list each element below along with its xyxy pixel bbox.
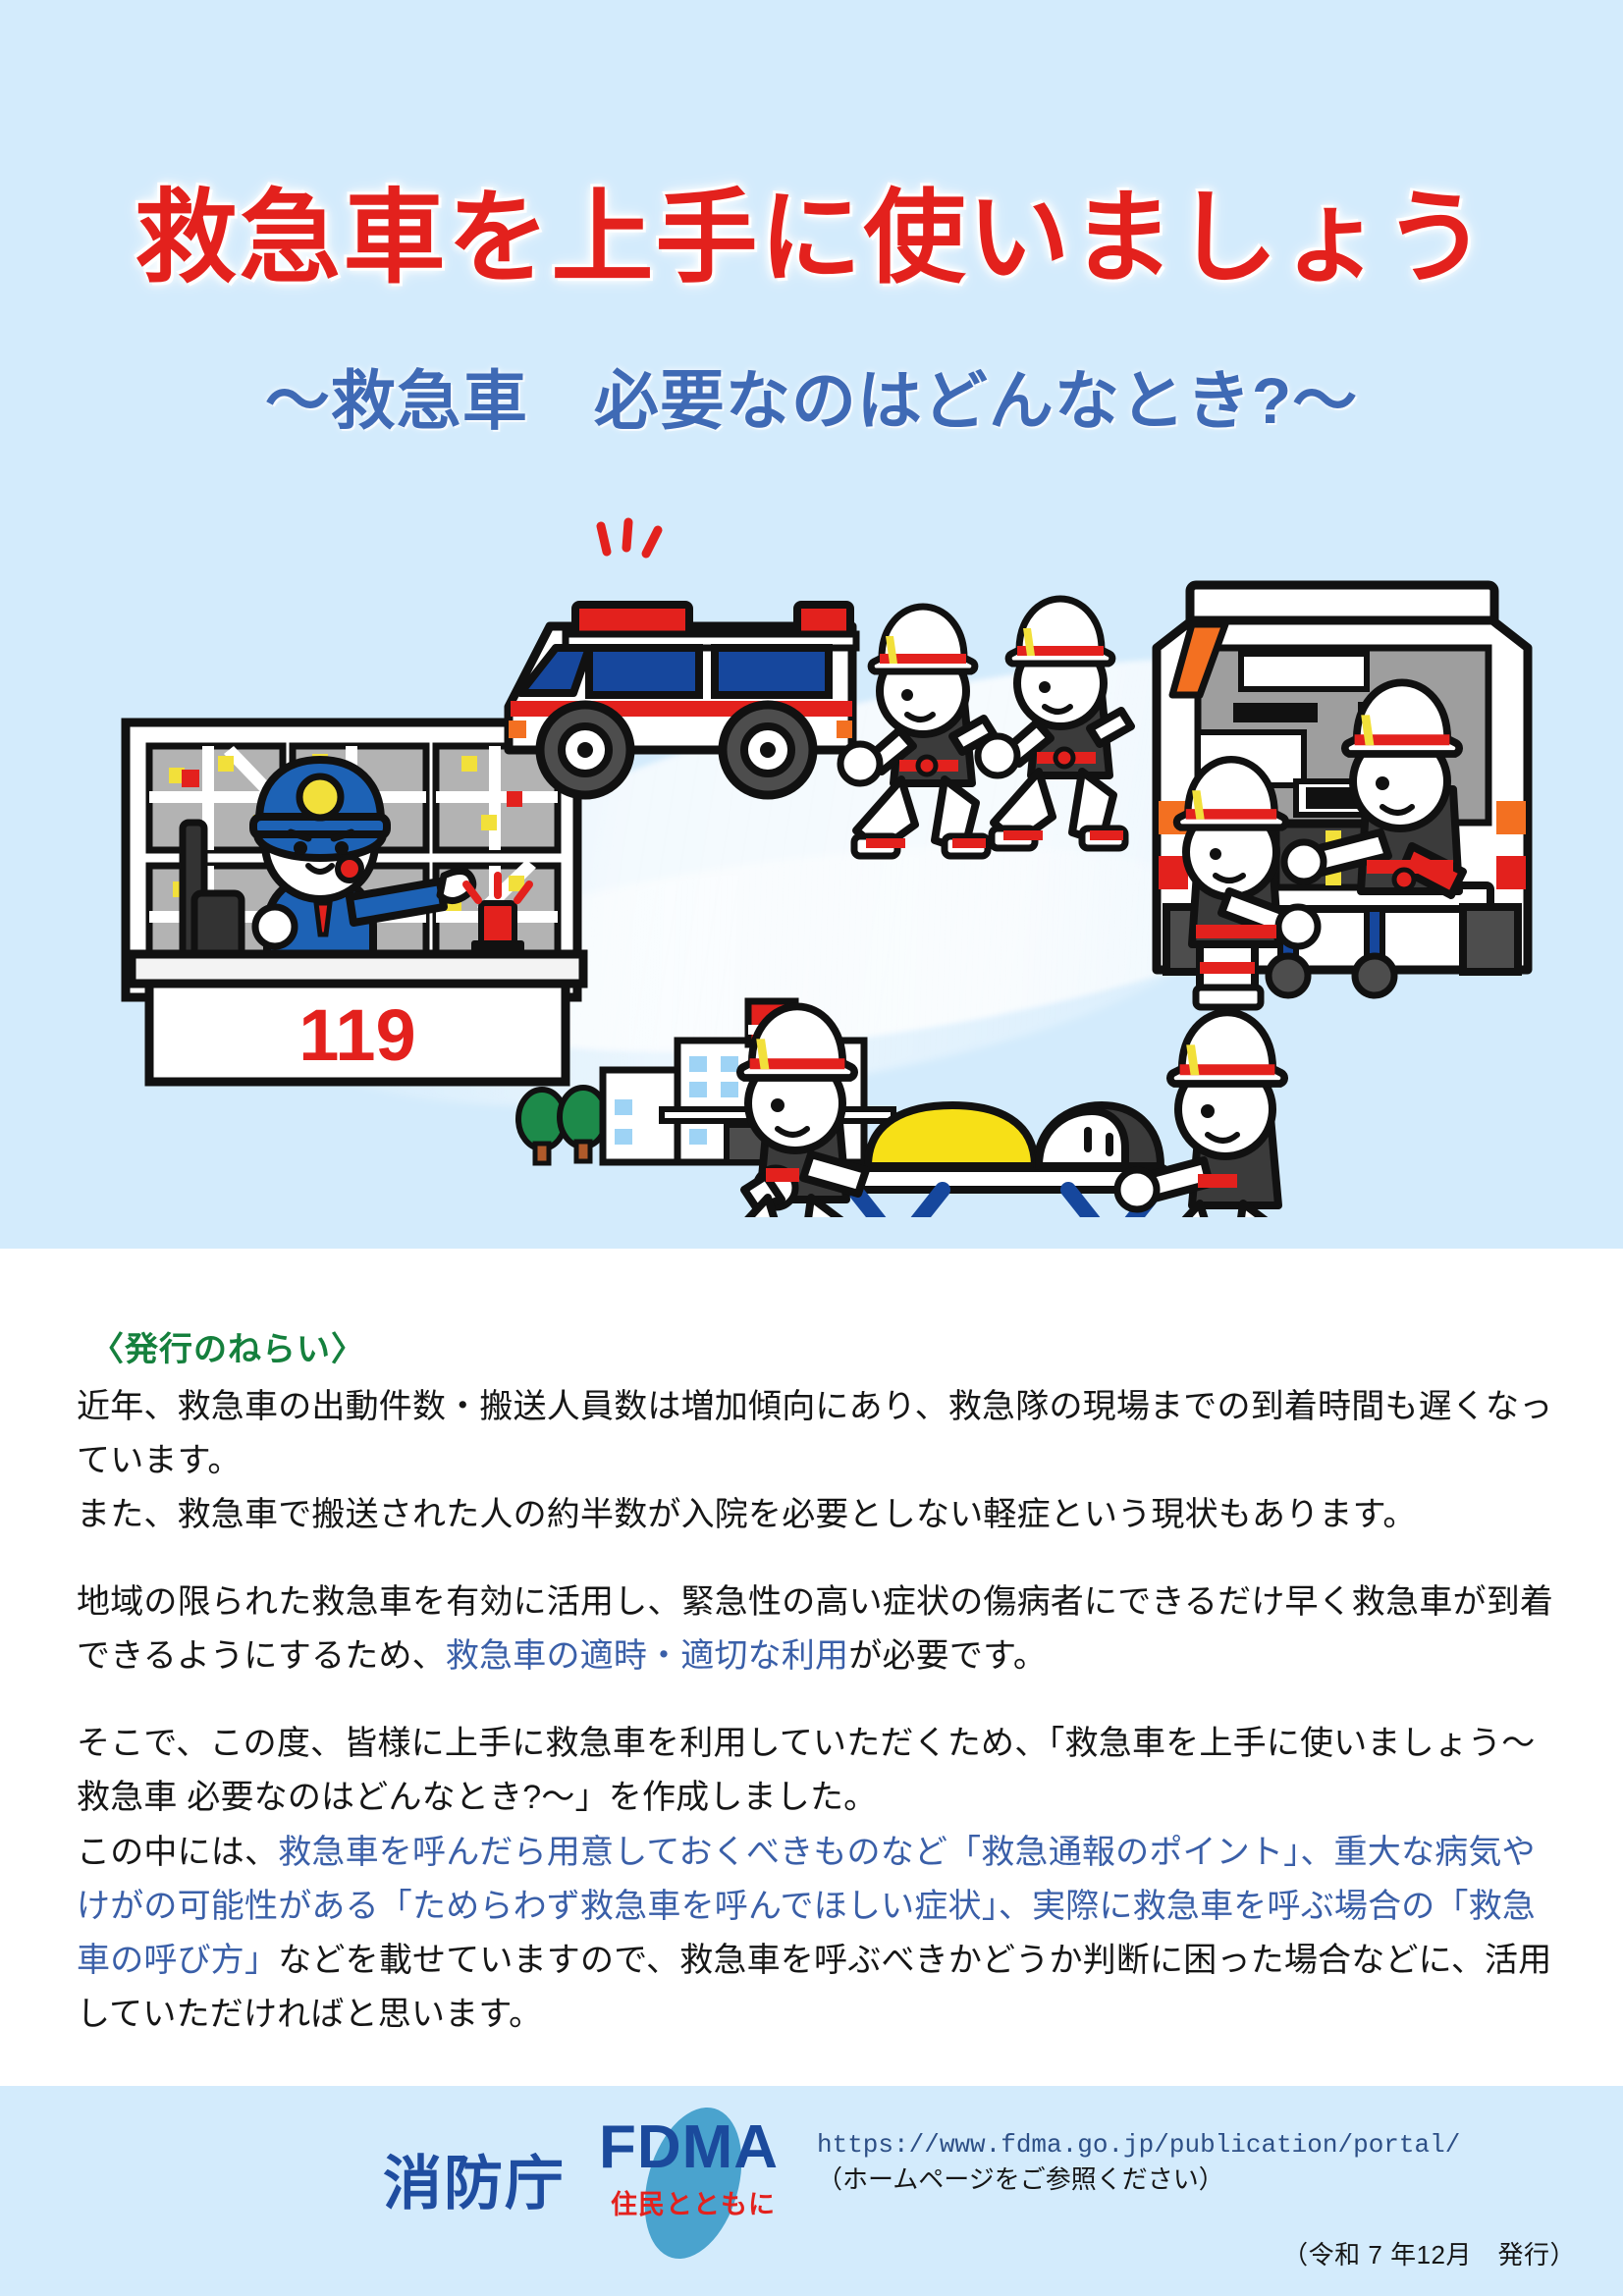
aim-heading: 〈発行のねらい〉: [90, 1331, 365, 1368]
dispatch-console-illustration: 119: [121, 718, 588, 1087]
hero-banner: 救急車を上手に使いましょう 〜救急車 必要なのはどんなとき?〜: [0, 0, 1623, 1249]
aim-paragraph-2: また、救急車で搬送された人の約半数が入院を必要としない軽症という現状もあります。: [77, 1488, 1554, 1542]
paragraph-run: この中には、: [77, 1833, 279, 1871]
paragraph-run: 近年、救急車の出動件数・搬送人員数は増加傾向にあり、救急隊の現場までの到着時間も…: [77, 1388, 1553, 1480]
console-119-label: 119: [298, 994, 415, 1076]
fdma-logo: FDMA 住民とともに: [593, 2096, 803, 2270]
paragraph-run-highlight: 救急車を呼んだら用意しておくべきものなど「救急通報のポイント」、重大な病気やけが…: [77, 1833, 1537, 1979]
paragraph-run: また、救急車で搬送された人の約半数が入院を必要としない軽症という現状もあります。: [77, 1496, 1417, 1534]
ambulance-side-illustration: [504, 517, 860, 800]
footer-band: 消防庁 FDMA 住民とともに https://www.fdma.go.jp/p…: [0, 2086, 1623, 2296]
agency-name: 消防庁: [383, 2151, 566, 2216]
aim-paragraph-3: 地域の限られた救急車を有効に活用し、緊急性の高い症状の傷病者にできるだけ早く救急…: [77, 1575, 1554, 1683]
website-url[interactable]: https://www.fdma.go.jp/publication/porta…: [817, 2130, 1461, 2160]
page-title: 救急車を上手に使いましょう: [135, 182, 1488, 295]
fdma-wordmark: FDMA: [599, 2113, 780, 2181]
aim-section: 〈発行のねらい〉 近年、救急車の出動件数・搬送人員数は増加傾向にあり、救急隊の現…: [0, 1249, 1623, 2086]
dispatcher-figure: [249, 755, 477, 958]
agency-branding: 消防庁 FDMA 住民とともに: [383, 2096, 803, 2270]
stretcher-transport-illustration: [515, 997, 1288, 1217]
ambulance-rear-illustration: [1152, 580, 1533, 1011]
issue-date: （令和 7 年12月 発行）: [1282, 2240, 1576, 2269]
paragraph-run: 地域の限られた救急車を有効に活用し、緊急性の高い症状の傷病者にできるだけ早く救急…: [77, 1583, 1554, 1676]
illustration-group: 119: [0, 510, 1623, 1217]
website-info: https://www.fdma.go.jp/publication/porta…: [817, 2129, 1460, 2196]
aim-paragraph-4: そこで、この度、皆様に上手に救急車を利用していただくため、「救急車を上手に使いま…: [77, 1717, 1554, 1825]
aim-paragraph-1: 近年、救急車の出動件数・搬送人員数は増加傾向にあり、救急隊の現場までの到着時間も…: [77, 1380, 1554, 1488]
page-subtitle: 〜救急車 必要なのはどんなとき?〜: [264, 364, 1359, 437]
aim-paragraph-5: この中には、救急車を呼んだら用意しておくべきものなど「救急通報のポイント」、重大…: [77, 1826, 1554, 2042]
paragraph-run: が必要です。: [848, 1637, 1048, 1676]
paragraph-run: そこで、この度、皆様に上手に救急車を利用していただくため、「救急車を上手に使いま…: [77, 1725, 1536, 1817]
paragraph-run-highlight: 救急車の適時・適切な利用: [445, 1637, 849, 1676]
website-note: （ホームページをご参照ください）: [817, 2163, 1224, 2194]
fdma-tagline: 住民とともに: [611, 2190, 776, 2219]
aim-body-copy: 近年、救急車の出動件数・搬送人員数は増加傾向にあり、救急隊の現場までの到着時間も…: [77, 1380, 1554, 2042]
running-paramedics-illustration: [837, 599, 1135, 860]
paragraph-run: などを載せていますので、救急車を呼ぶべきかどうか判断に困った場合などに、活用して…: [77, 1941, 1552, 2033]
